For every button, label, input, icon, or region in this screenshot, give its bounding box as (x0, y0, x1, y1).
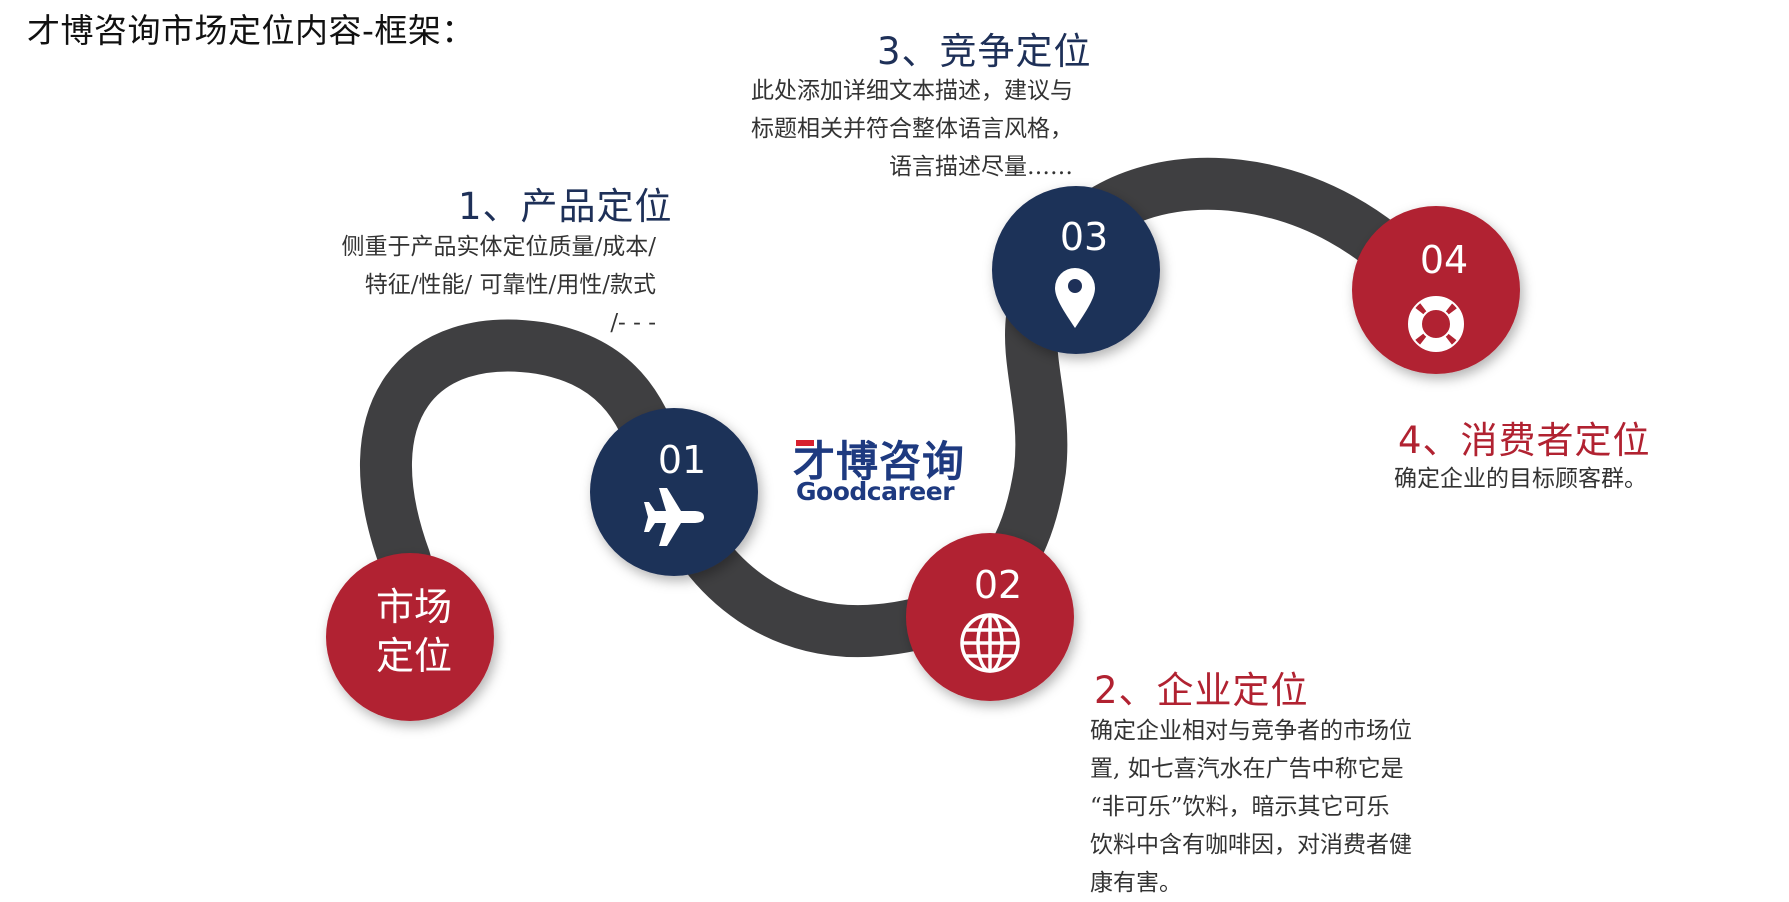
step-heading-01: 1、产品定位 (458, 185, 673, 228)
desc-line: 标题相关并符合整体语言风格， (751, 116, 1073, 142)
page-title: 才博咨询市场定位内容-框架： (27, 11, 475, 50)
center-line-1: 市场 (376, 585, 452, 629)
desc-line: 侧重于产品实体定位质量/成本/ (341, 234, 657, 260)
lifebuoy-icon (1408, 296, 1464, 352)
step-heading-03: 3、竞争定位 (877, 30, 1092, 73)
desc-line: 置, 如七喜汽水在广告中称它是 (1090, 756, 1404, 782)
step-number-01: 01 (658, 438, 706, 482)
step-description-01: 侧重于产品实体定位质量/成本/ 特征/性能/ 可靠性/用性/款式 /- - - (200, 228, 657, 342)
step-number-02: 02 (974, 563, 1022, 607)
desc-line: 饮料中含有咖啡因，对消费者健 (1090, 832, 1412, 858)
map-pin-icon (1055, 268, 1095, 328)
desc-line: 确定企业相对与竞争者的市场位 (1090, 718, 1412, 744)
step-number-04: 04 (1420, 238, 1468, 282)
airplane-icon (644, 488, 704, 546)
step-node-01 (590, 408, 758, 576)
desc-line: 特征/性能/ 可靠性/用性/款式 (364, 272, 656, 298)
desc-line: 语言描述尽量…… (889, 154, 1073, 180)
center-line-2: 定位 (376, 634, 452, 678)
step-description-03: 此处添加详细文本描述，建议与 标题相关并符合整体语言风格， 语言描述尽量…… (640, 72, 1073, 186)
step-heading-04: 4、消费者定位 (1398, 419, 1651, 462)
step-node-04 (1352, 206, 1520, 374)
globe-icon (960, 613, 1020, 673)
logo-chinese-text: 才博咨询 (793, 437, 966, 486)
desc-line: 此处添加详细文本描述，建议与 (751, 78, 1073, 104)
desc-line: 确定企业的目标顾客群。 (1394, 466, 1647, 492)
desc-line: /- - - (610, 310, 656, 336)
step-number-03: 03 (1060, 215, 1108, 259)
desc-line: 康有害。 (1090, 870, 1182, 896)
step-description-02: 确定企业相对与竞争者的市场位 置, 如七喜汽水在广告中称它是 “非可乐”饮料，暗… (1090, 712, 1490, 902)
step-description-04: 确定企业的目标顾客群。 (1394, 460, 1734, 498)
step-heading-02: 2、企业定位 (1094, 669, 1309, 712)
center-node (326, 553, 494, 721)
logo-accent-mark (796, 440, 814, 446)
logo-english-text: Goodcareer (796, 477, 955, 506)
desc-line: “非可乐”饮料，暗示其它可乐 (1090, 794, 1390, 820)
